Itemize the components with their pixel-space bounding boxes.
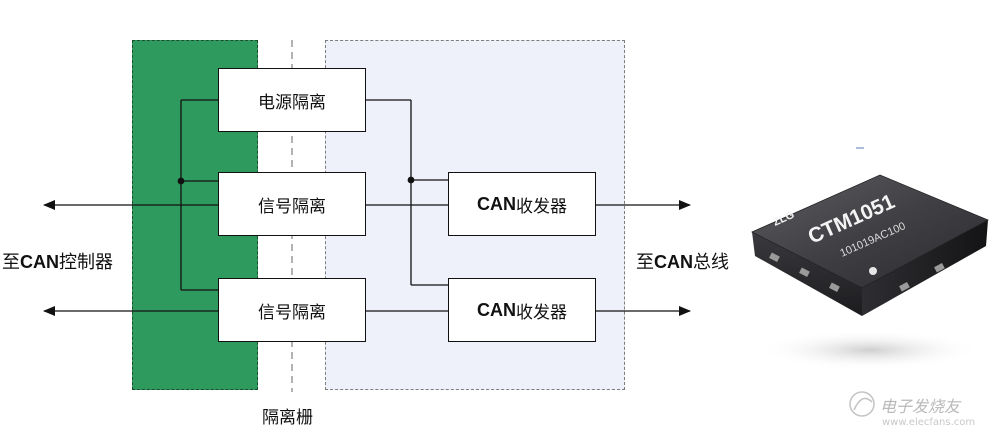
- chip-top: [751, 174, 989, 289]
- to-controller-suffix: 控制器: [59, 252, 113, 273]
- chip-side-right: [862, 220, 988, 316]
- chip-pin: [899, 282, 910, 292]
- can-transceiver-1-suffix: 收发器: [516, 196, 567, 217]
- chip-pin: [799, 267, 810, 277]
- chip-pin: [829, 282, 840, 292]
- to-can-controller-label: 至CAN控制器: [2, 248, 113, 274]
- ctm1051-chip-picture: ZLG CTM1051 101019AC100: [751, 174, 989, 370]
- power-isolation-block: 电源隔离: [218, 68, 366, 132]
- chip-pin1-dot: [869, 267, 877, 275]
- isolation-barrier-label: 隔离栅: [262, 403, 313, 428]
- signal-isolation-block-1: 信号隔离: [218, 172, 366, 236]
- to-bus-suffix: 总线: [693, 252, 729, 273]
- watermark-url: www.elecfans.com: [882, 417, 976, 428]
- chip-pin: [934, 263, 945, 273]
- watermark-text: 电子发烧友: [880, 397, 961, 416]
- chip-shadow: [758, 330, 982, 370]
- chip-pin: [769, 252, 780, 262]
- to-controller-prefix: 至: [2, 252, 20, 273]
- can-transceiver-2-can: CAN: [477, 299, 516, 320]
- to-bus-prefix: 至: [636, 252, 654, 273]
- signal-isolation-block-2: 信号隔离: [218, 278, 366, 342]
- watermark-logo-icon: [849, 391, 875, 417]
- can-transceiver-1-can: CAN: [477, 193, 516, 214]
- can-transceiver-2-suffix: 收发器: [516, 302, 567, 323]
- to-bus-can: CAN: [654, 252, 693, 272]
- to-controller-can: CAN: [20, 252, 59, 272]
- signal-isolation-label-1: 信号隔离: [258, 196, 326, 217]
- isolation-barrier-text: 隔离栅: [262, 408, 313, 428]
- power-isolation-label: 电源隔离: [258, 92, 326, 113]
- to-can-bus-label: 至CAN总线: [636, 248, 729, 274]
- signal-isolation-label-2: 信号隔离: [258, 302, 326, 323]
